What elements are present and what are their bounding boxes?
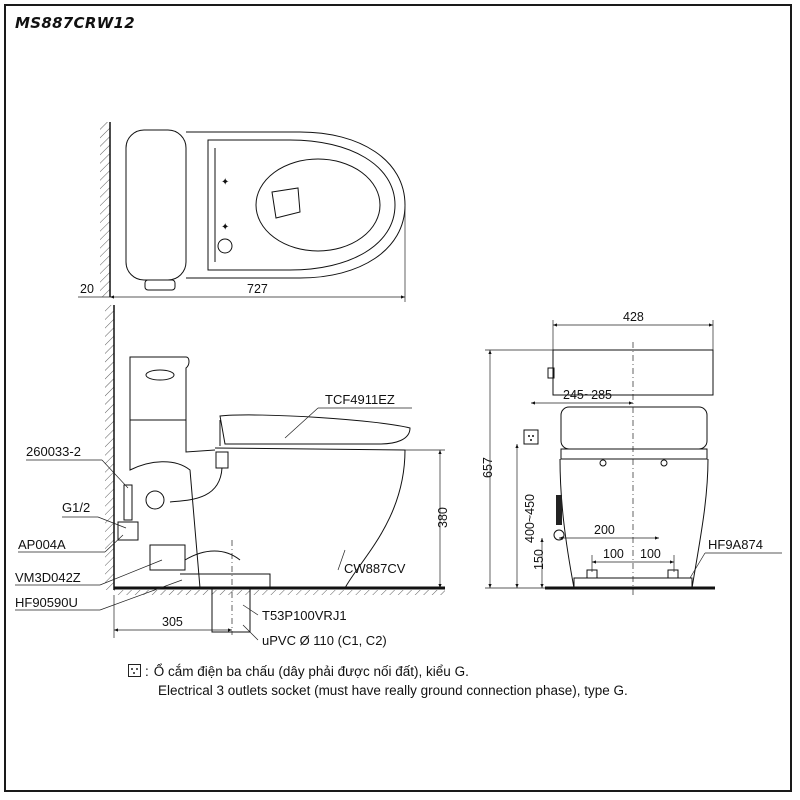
outlet-dot-2 bbox=[532, 435, 534, 437]
note-colon: : bbox=[145, 664, 149, 679]
inlet-valve-front bbox=[553, 529, 565, 541]
dim-inlet-range: 400~450 bbox=[523, 494, 537, 543]
label-valve: AP004A bbox=[18, 537, 66, 552]
dim-half-left: 100 bbox=[603, 547, 624, 561]
leader-drain bbox=[242, 604, 259, 616]
seat-side bbox=[219, 414, 411, 445]
bowl-front bbox=[214, 447, 406, 589]
inlet-pipe bbox=[123, 484, 133, 521]
seat-front bbox=[560, 406, 708, 450]
label-bowl: CW887CV bbox=[344, 561, 406, 576]
outlet-dot-3 bbox=[530, 439, 532, 441]
dim-length: 727 bbox=[247, 282, 268, 296]
label-thread: G1/2 bbox=[62, 500, 90, 515]
floor-flange bbox=[180, 573, 271, 589]
top-view: ✦ ✦ 20 727 bbox=[78, 122, 406, 302]
tank-side bbox=[129, 356, 190, 421]
bowl-outer-top bbox=[186, 131, 406, 279]
tank-button bbox=[547, 367, 555, 379]
side-view: 380 305 TCF4911EZ 260033-2 G1/2 AP004A V… bbox=[15, 305, 450, 648]
drawing-frame bbox=[4, 4, 792, 792]
stop-valve bbox=[117, 521, 139, 541]
note-vietnamese: Ổ cắm điện ba chấu (dây phải được nối đấ… bbox=[153, 664, 469, 679]
leader-bowl bbox=[337, 549, 346, 571]
dim-inlet-low: 150 bbox=[532, 549, 546, 570]
leader-seat bbox=[284, 407, 319, 439]
tank-foot bbox=[144, 279, 176, 291]
bowl-opening bbox=[255, 158, 381, 252]
leader-fix bbox=[689, 552, 706, 579]
dim-width: 428 bbox=[623, 310, 644, 324]
drain-flange bbox=[149, 544, 186, 571]
label-hose: 260033-2 bbox=[26, 444, 81, 459]
note-english: Electrical 3 outlets socket (must have r… bbox=[158, 683, 628, 698]
leader-flange bbox=[99, 579, 183, 611]
inlet-front bbox=[556, 495, 562, 525]
floor-hatch bbox=[114, 590, 445, 595]
screw-right bbox=[660, 459, 668, 467]
wall-hatch-top bbox=[100, 122, 110, 297]
label-fix-kit: HF9A874 bbox=[708, 537, 763, 552]
dim-drain-distance: 305 bbox=[162, 615, 183, 629]
label-pvc: uPVC Ø 110 (C1, C2) bbox=[262, 633, 387, 648]
label-seat: TCF4911EZ bbox=[325, 392, 395, 407]
label-flange: HF90590U bbox=[15, 595, 78, 610]
front-view: 428 245~285 657 400~450 150 200 100 100 … bbox=[481, 310, 782, 595]
tank-top bbox=[125, 129, 187, 281]
bowl-neck bbox=[185, 420, 216, 453]
dim-half-right: 100 bbox=[640, 547, 661, 561]
drain-curve bbox=[184, 550, 241, 561]
label-hosekit: VM3D042Z bbox=[15, 570, 81, 585]
label-drain-pipe: T53P100VRJ1 bbox=[262, 608, 347, 623]
seat-base bbox=[560, 448, 708, 460]
mark-cross-2: ✦ bbox=[221, 222, 229, 233]
hose-loop bbox=[145, 490, 165, 510]
dim-height: 657 bbox=[481, 457, 495, 478]
dim-outlet-offset: 245~285 bbox=[563, 388, 612, 402]
leader-thread bbox=[97, 516, 127, 529]
leader-pvc bbox=[242, 624, 259, 641]
mark-cross-1: ✦ bbox=[221, 177, 229, 188]
hose bbox=[169, 467, 223, 503]
drain-top bbox=[271, 187, 301, 219]
leader-hosekit bbox=[99, 559, 163, 586]
outlet-symbol bbox=[523, 429, 539, 445]
bolt-right bbox=[667, 569, 679, 579]
seat-top bbox=[207, 139, 396, 271]
flush-button bbox=[145, 369, 175, 381]
outlet-dot-1 bbox=[528, 435, 530, 437]
screw-left bbox=[599, 459, 607, 467]
electrical-note: : Ổ cắm điện ba chấu (dây phải được nối … bbox=[128, 662, 768, 700]
outlet-icon bbox=[128, 664, 141, 677]
leader-valve bbox=[104, 534, 124, 553]
leader-hose bbox=[101, 459, 129, 489]
bowl-front-view bbox=[559, 458, 709, 589]
bowl-back bbox=[129, 420, 201, 589]
valve-body bbox=[215, 451, 229, 469]
model-title: MS887CRW12 bbox=[15, 14, 136, 32]
dim-inlet-spacing: 200 bbox=[594, 523, 615, 537]
wall-hatch-side bbox=[105, 305, 114, 590]
dim-seat-height: 380 bbox=[436, 507, 450, 528]
control-knob bbox=[217, 238, 233, 254]
dim-wall-gap: 20 bbox=[80, 282, 94, 296]
